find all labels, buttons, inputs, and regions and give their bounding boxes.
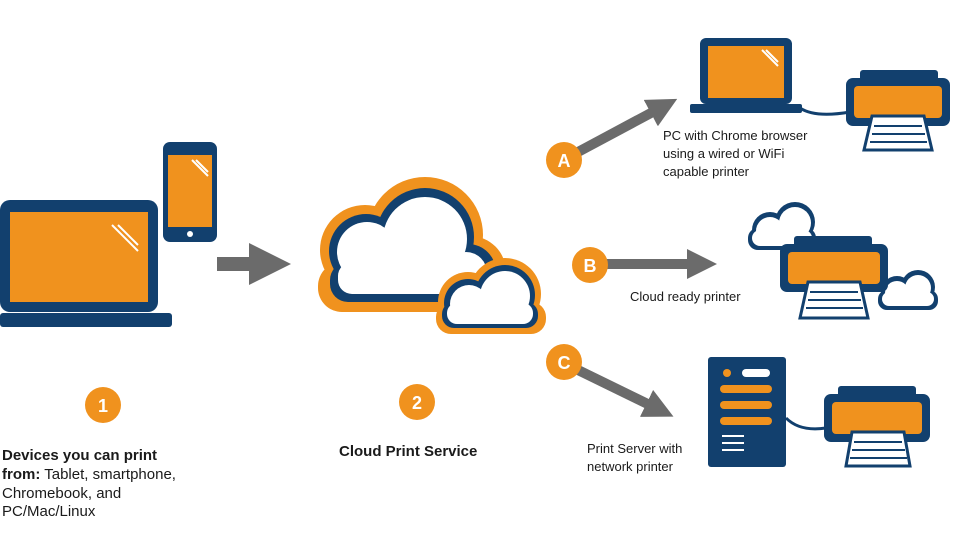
option-a-line-2: using a wired or WiFi [663, 146, 785, 161]
devices-list-part3: PC/Mac/Linux [2, 503, 96, 521]
devices-title-from: from: [2, 465, 41, 483]
badge-2: 2 [399, 384, 435, 420]
option-c-line-2: network printer [587, 459, 673, 474]
laptop-icon [0, 200, 172, 327]
svg-text:A: A [558, 151, 571, 171]
badge-c: C [546, 344, 582, 380]
devices-list-part1: Tablet, smartphone, [40, 465, 176, 483]
svg-text:C: C [558, 353, 571, 373]
printer-icon [780, 236, 888, 320]
option-a-line-1: PC with Chrome browser [663, 128, 808, 143]
arrow-to-option-c [575, 365, 674, 417]
option-c-description: Print Server with network printer [587, 440, 682, 476]
badge-b: B [572, 247, 608, 283]
svg-text:1: 1 [98, 396, 108, 416]
badge-a: A [546, 142, 582, 178]
cloud-icon [318, 177, 546, 334]
cloud-print-service-label: Cloud Print Service [339, 443, 478, 460]
devices-title: Devices you can print [2, 447, 158, 464]
option-b-description: Cloud ready printer [630, 289, 741, 304]
laptop-icon [690, 38, 802, 113]
svg-text:2: 2 [412, 393, 422, 413]
smartphone-icon [163, 142, 217, 242]
cloud-icon [748, 202, 816, 250]
badge-1: 1 [85, 387, 121, 423]
option-a-line-3: capable printer [663, 164, 749, 179]
printer-icon [846, 70, 950, 152]
printer-icon [824, 386, 930, 468]
svg-text:B: B [584, 256, 597, 276]
option-c-line-1: Print Server with [587, 441, 683, 456]
cloud-icon [878, 270, 938, 310]
printer-cable [784, 416, 827, 431]
arrow-to-option-a [575, 98, 678, 157]
server-icon [708, 357, 786, 467]
devices-list-part2: Chromebook, and [2, 484, 122, 502]
printer-cable [799, 106, 851, 116]
option-a-description: PC with Chrome browser using a wired or … [663, 127, 808, 181]
devices-description: Devices you can print from: Tablet, smar… [2, 447, 222, 522]
